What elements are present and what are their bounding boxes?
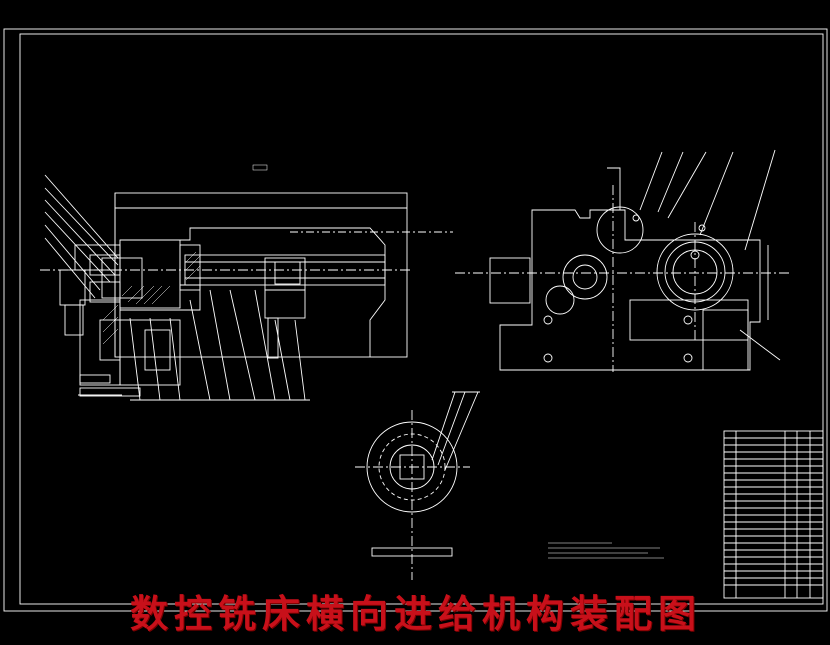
side-view xyxy=(455,149,790,372)
main-section-view xyxy=(40,164,453,401)
technical-notes xyxy=(548,542,664,559)
inner-sheet-border xyxy=(19,33,824,605)
parts-list-table xyxy=(723,430,824,599)
drawing-title-caption: 数控铣床横向进给机构装配图 xyxy=(130,591,703,636)
gear-detail-view xyxy=(355,391,480,580)
outer-sheet-border xyxy=(3,28,828,612)
